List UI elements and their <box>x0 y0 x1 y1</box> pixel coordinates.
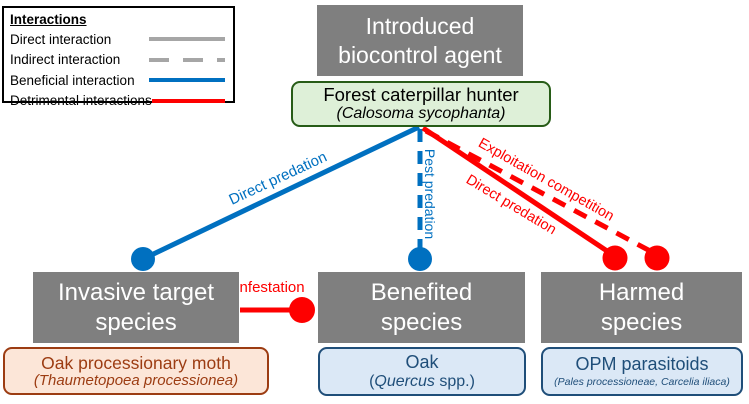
pest-predation-endpoint <box>408 247 432 271</box>
legend-item-label: Detrimental interactions <box>10 93 152 109</box>
blue-solid-line-swatch <box>149 78 225 83</box>
node-label: species <box>380 308 463 336</box>
red-solid-line-swatch <box>151 98 225 103</box>
detrimental-direct-predation-endpoint <box>602 245 628 271</box>
species-latin-name: (Pales processioneae, Carcelia iliaca) <box>554 376 730 388</box>
edge-label-infestation: Infestation <box>235 279 305 296</box>
node-opm-parasitoids: OPM parasitoids (Pales processioneae, Ca… <box>541 347 743 396</box>
node-label: species <box>95 308 177 336</box>
node-label: Benefited <box>370 278 473 306</box>
latin-paren: ( <box>369 372 375 390</box>
node-introduced-biocontrol-agent: Introduced biocontrol agent <box>317 5 523 76</box>
node-label: species <box>600 308 683 336</box>
detrimental-direct-predation-line <box>421 125 615 258</box>
legend-item-label: Beneficial interaction <box>10 72 135 88</box>
legend-item-beneficial: Beneficial interaction <box>10 70 225 91</box>
node-label: biocontrol agent <box>338 41 502 68</box>
beneficial-direct-predation-line <box>141 124 421 262</box>
node-oak: Oak (Quercus spp.) <box>318 347 526 396</box>
legend-item-detrimental: Detrimental interactions <box>10 91 225 112</box>
species-common-name: Forest caterpillar hunter <box>323 84 519 106</box>
species-latin-name: (Thaumetopoea processionea) <box>33 372 239 390</box>
legend-item-direct: Direct interaction <box>10 29 225 50</box>
node-label: Harmed <box>598 278 685 306</box>
exploitation-competition-dashed-line <box>424 128 654 255</box>
node-invasive-target-species: Invasive target species <box>33 272 239 343</box>
species-common-name: Oak processionary moth <box>41 353 231 374</box>
legend-item-indirect: Indirect interaction <box>10 50 225 71</box>
edge-label-direct-predation-left: Direct predation <box>226 148 330 209</box>
species-latin-name: (Quercus spp.) <box>369 372 475 391</box>
node-label: Introduced <box>365 13 475 40</box>
node-label: Invasive target <box>57 278 215 306</box>
latin-genus: Quercus <box>374 372 435 390</box>
species-latin-name: (Calosoma sycophanta) <box>336 105 506 123</box>
latin-suffix: spp.) <box>434 372 475 390</box>
gray-dashed-line-swatch <box>149 57 225 62</box>
species-common-name: Oak <box>405 352 439 373</box>
node-benefited-species: Benefited species <box>318 272 525 343</box>
node-harmed-species: Harmed species <box>541 272 742 343</box>
edge-label-pest-predation: Pest predation <box>422 148 438 240</box>
beneficial-direct-predation-endpoint <box>131 247 155 271</box>
node-forest-caterpillar-hunter: Forest caterpillar hunter (Calosoma syco… <box>291 81 551 127</box>
infestation-endpoint <box>289 297 315 323</box>
edge-label-exploitation-competition: Exploitation competition <box>475 135 617 225</box>
exploitation-competition-endpoint <box>644 245 670 271</box>
node-oak-processionary-moth: Oak processionary moth (Thaumetopoea pro… <box>3 347 269 395</box>
legend-title: Interactions <box>10 12 87 27</box>
legend-item-label: Direct interaction <box>10 31 112 47</box>
gray-solid-line-swatch <box>149 37 225 42</box>
legend: Interactions Direct interaction Indirect… <box>2 6 235 108</box>
legend-item-label: Indirect interaction <box>10 52 121 68</box>
species-common-name: OPM parasitoids <box>575 354 709 375</box>
